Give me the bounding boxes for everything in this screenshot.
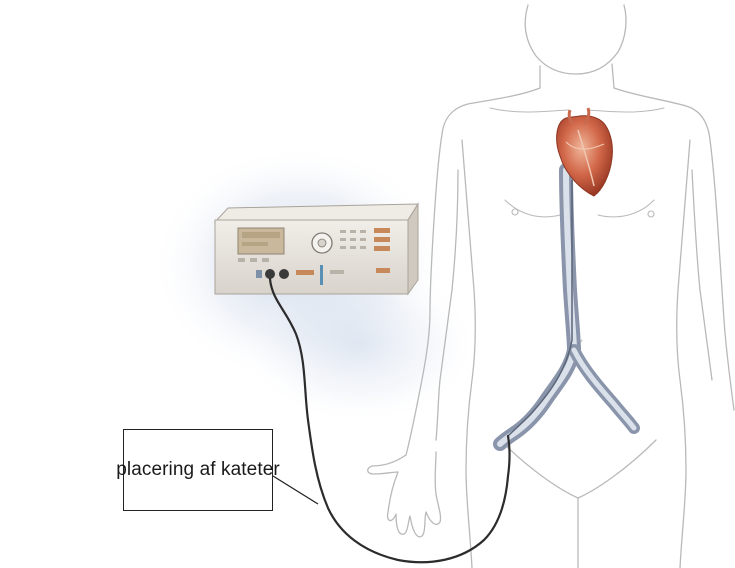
callout-label: placering af kateter [116, 459, 280, 481]
callout-box: placering af kateter [123, 429, 273, 511]
catheter-generator-device [215, 204, 418, 294]
